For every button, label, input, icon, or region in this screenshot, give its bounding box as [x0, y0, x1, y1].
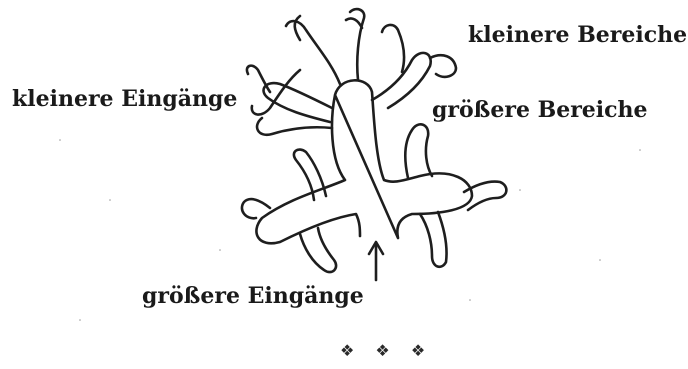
section-ornament: ❖ ❖ ❖	[340, 341, 433, 360]
branch-upper-center-right	[346, 9, 364, 80]
branch-mid-right-1	[405, 124, 432, 178]
branch-upper-right-1	[372, 53, 431, 108]
label-smaller-areas: kleinere Bereiche	[468, 24, 687, 46]
label-smaller-entrances: kleinere Eingänge	[12, 88, 237, 110]
branch-left-2	[252, 70, 300, 115]
branch-upper-right-2	[382, 25, 404, 72]
branch-lower-right	[420, 212, 447, 267]
branch-upper-right-3	[430, 55, 456, 77]
branch-left-4	[247, 66, 270, 92]
label-larger-areas: größere Bereiche	[432, 99, 648, 121]
branch-lower-left	[300, 228, 336, 272]
label-larger-entrances: größere Eingänge	[142, 285, 364, 307]
